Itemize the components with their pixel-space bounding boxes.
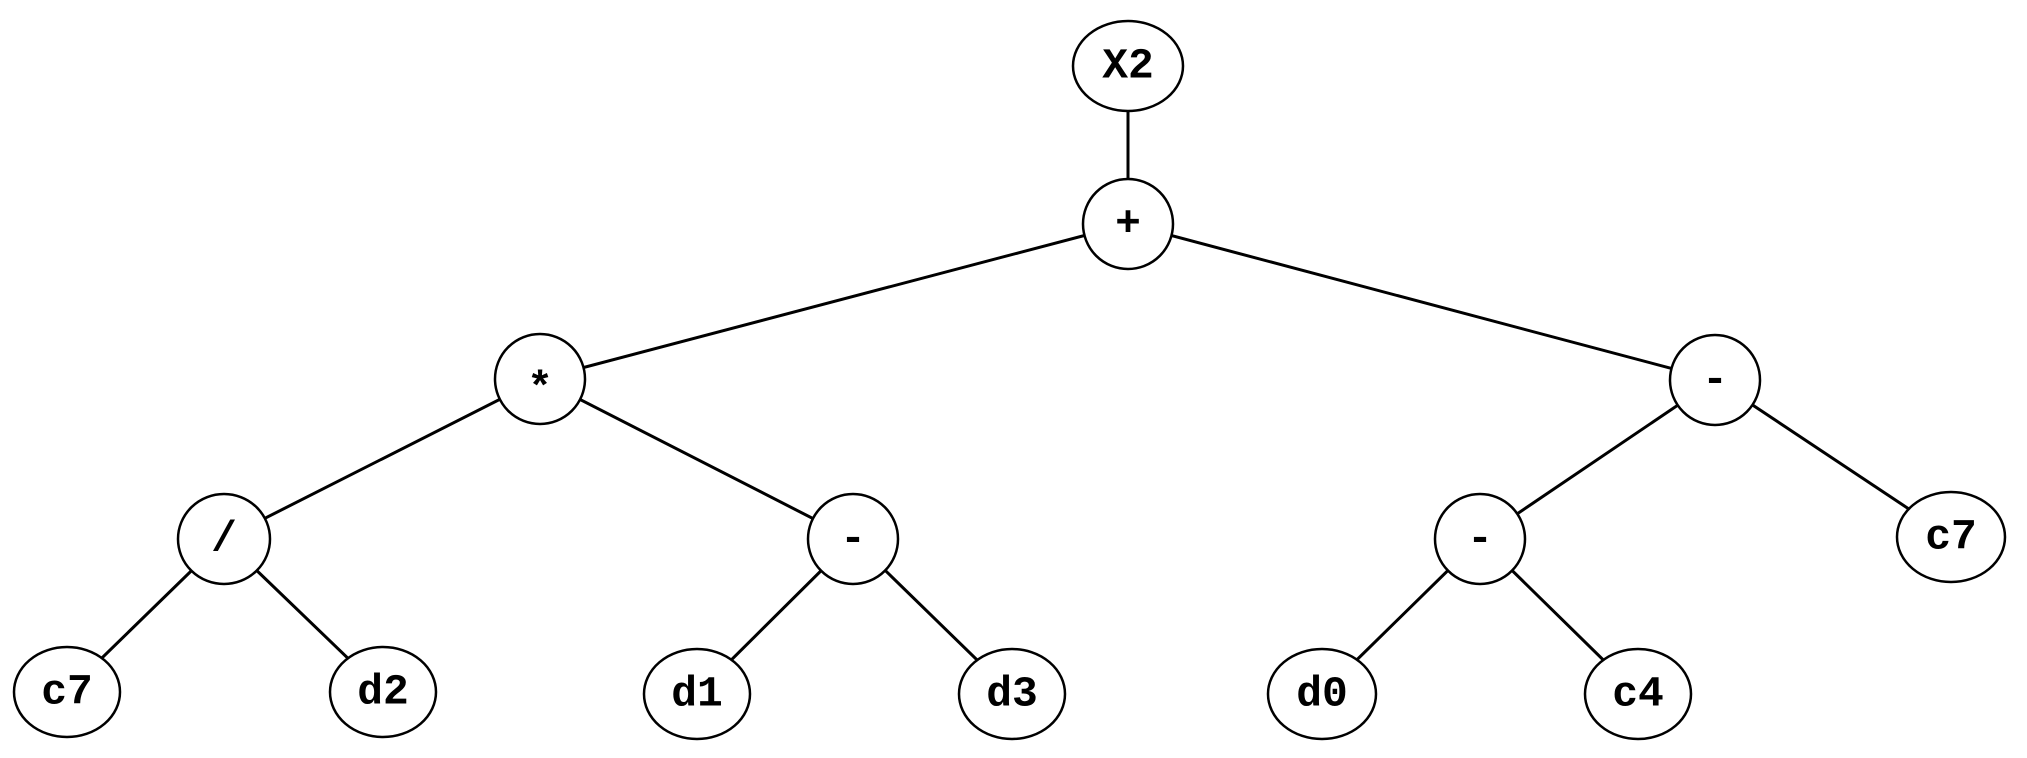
tree-node-plus: + [1081, 177, 1175, 271]
tree-node-label-minus-right: - [1702, 356, 1728, 405]
tree-node-circle-d2 [328, 645, 438, 739]
tree-node-circle-minus-right [1668, 333, 1762, 427]
tree-edge-minus-right-minus-inner [1479, 378, 1716, 541]
tree-node-div: / [176, 492, 272, 586]
tree-edge-star-div [223, 377, 541, 541]
tree-node-star: * [493, 332, 587, 426]
tree-node-label-plus: + [1115, 200, 1141, 249]
tree-node-circle-minus-inner [1433, 492, 1527, 586]
tree-node-label-x2: X2 [1102, 42, 1154, 91]
tree-node-label-d3: d3 [986, 670, 1038, 719]
tree-node-circle-div [176, 492, 272, 586]
tree-node-circle-d0 [1266, 647, 1378, 741]
tree-node-c7-left: c7 [12, 645, 122, 739]
tree-node-circle-d1 [642, 647, 752, 741]
tree-node-label-minus-mid: - [840, 515, 866, 564]
tree-node-circle-minus-mid [806, 492, 900, 586]
tree-node-x2: X2 [1071, 19, 1185, 113]
tree-node-label-d0: d0 [1296, 670, 1348, 719]
tree-node-c4: c4 [1583, 647, 1693, 741]
tree-node-label-c7-right: c7 [1925, 513, 1977, 562]
tree-node-circle-x2 [1071, 19, 1185, 113]
tree-edge-plus-star [539, 222, 1129, 381]
tree-node-d1: d1 [642, 647, 752, 741]
tree-node-d2: d2 [328, 645, 438, 739]
tree-node-label-star: * [527, 365, 553, 414]
tree-node-label-div: / [211, 515, 237, 564]
tree-node-label-d2: d2 [357, 668, 409, 717]
tree-node-circle-c7-left [12, 645, 122, 739]
tree-nodes-layer: X2 + * - / - - c7 c7 d2 d1 d3 d0 c4 [12, 19, 2007, 741]
tree-node-label-minus-inner: - [1467, 515, 1493, 564]
tree-node-label-c4: c4 [1612, 670, 1664, 719]
tree-node-minus-right: - [1668, 333, 1762, 427]
tree-node-circle-c7-right [1895, 490, 2007, 584]
tree-node-circle-c4 [1583, 647, 1693, 741]
tree-node-minus-mid: - [806, 492, 900, 586]
tree-node-circle-star [493, 332, 587, 426]
tree-edges-layer [65, 66, 1952, 696]
tree-edge-plus-minus-right [1127, 222, 1716, 382]
tree-edge-star-minus-mid [539, 377, 854, 541]
tree-node-d0: d0 [1266, 647, 1378, 741]
tree-node-label-d1: d1 [671, 670, 723, 719]
tree-node-c7-right: c7 [1895, 490, 2007, 584]
tree-node-d3: d3 [957, 647, 1067, 741]
tree-node-circle-plus [1081, 177, 1175, 271]
tree-node-minus-inner: - [1433, 492, 1527, 586]
tree-node-circle-d3 [957, 647, 1067, 741]
tree-node-label-c7-left: c7 [41, 668, 93, 717]
